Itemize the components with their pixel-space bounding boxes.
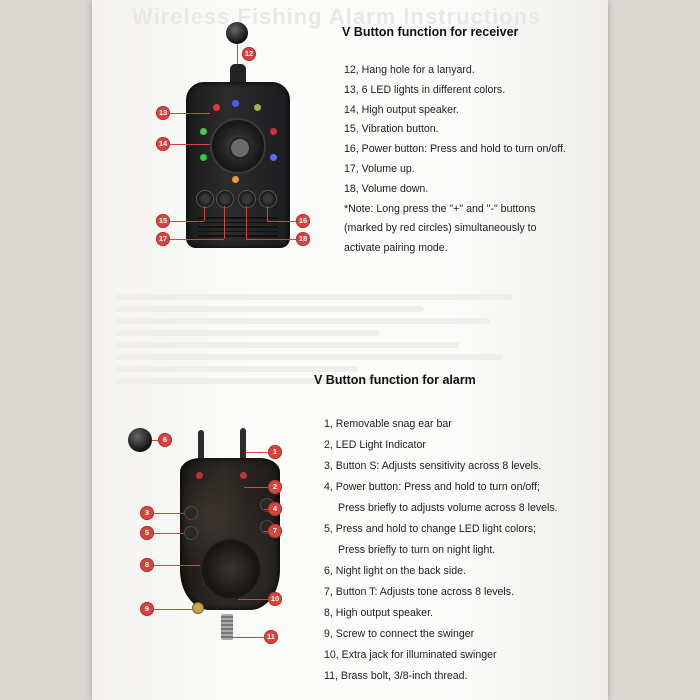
receiver-led <box>200 128 207 135</box>
callout-2: 2 <box>268 480 282 494</box>
receiver-volume-up-button <box>216 190 234 208</box>
callout-10: 10 <box>268 592 282 606</box>
list-item: 8, High output speaker. <box>324 607 433 619</box>
alarm-brass-bolt <box>221 614 233 640</box>
callout-15: 15 <box>156 214 170 228</box>
alarm-heading: V Button function for alarm <box>314 373 476 387</box>
receiver-led <box>270 128 277 135</box>
list-item: 10, Extra jack for illuminated swinger <box>324 649 497 661</box>
callout-18: 18 <box>296 232 310 246</box>
callout-11: 11 <box>264 630 278 644</box>
snag-ear-bar <box>198 430 204 462</box>
alarm-button-s <box>184 506 198 520</box>
receiver-feature-list: 12, Hang hole for a lanyard. 13, 6 LED l… <box>344 61 566 259</box>
receiver-led <box>232 176 239 183</box>
receiver-led <box>270 154 277 161</box>
callout-13: 13 <box>156 106 170 120</box>
callout-16: 16 <box>296 214 310 228</box>
instruction-page: Wireless Fishing Alarm Instructions 12 1… <box>92 0 608 700</box>
receiver-led <box>232 100 239 107</box>
list-item: 2, LED Light Indicator <box>324 439 426 451</box>
receiver-speaker <box>210 118 266 174</box>
callout-8: 8 <box>140 558 154 572</box>
callout-5: 5 <box>140 526 154 540</box>
list-item: 17, Volume up. <box>344 162 415 175</box>
list-item: 12, Hang hole for a lanyard. <box>344 64 475 76</box>
list-item: 4, Power button: Press and hold to turn … <box>324 481 540 493</box>
list-item: 14, High output speaker. <box>344 103 459 116</box>
callout-17: 17 <box>156 232 170 246</box>
alarm-led-button <box>184 526 198 540</box>
receiver-heading: V Button function for receiver <box>342 25 519 39</box>
alarm-feature-list: 1, Removable snag ear bar 2, LED Light I… <box>324 414 558 687</box>
receiver-hang-hole <box>230 64 246 86</box>
callout-14: 14 <box>156 137 170 151</box>
list-item: 15, Vibration button. <box>344 123 439 136</box>
background-title: Wireless Fishing Alarm Instructions <box>132 4 542 29</box>
list-item: activate pairing mode. <box>344 242 448 255</box>
list-item: (marked by red circles) simultaneously t… <box>344 222 537 235</box>
receiver-grille <box>198 214 278 240</box>
alarm-led <box>240 472 247 479</box>
receiver-led <box>200 154 207 161</box>
list-item: 18, Volume down. <box>344 182 429 195</box>
callout-3: 3 <box>140 506 154 520</box>
list-item: 9, Screw to connect the swinger <box>324 628 475 640</box>
night-light-image <box>128 428 152 452</box>
list-item: 3, Button S: Adjusts sensitivity across … <box>324 460 542 472</box>
callout-6: 6 <box>158 433 172 447</box>
list-item: 16, Power button: Press and hold to turn… <box>344 143 566 156</box>
alarm-led <box>196 472 203 479</box>
callout-1: 1 <box>268 445 282 459</box>
alarm-speaker <box>200 538 262 600</box>
list-item: 6, Night light on the back side. <box>324 565 466 577</box>
list-item: *Note: Long press the "+" and "-" button… <box>344 202 536 215</box>
list-item: 11, Brass bolt, 3/8-inch thread. <box>324 670 468 682</box>
list-item: 1, Removable snag ear bar <box>324 418 452 430</box>
lanyard-ring-image <box>226 22 248 44</box>
callout-4: 4 <box>268 502 282 516</box>
receiver-power-button <box>259 190 277 208</box>
receiver-volume-down-button <box>238 190 256 208</box>
list-item: 5, Press and hold to change LED light co… <box>324 523 536 535</box>
callout-12: 12 <box>242 47 256 61</box>
snag-ear-bar <box>240 428 246 462</box>
callout-7: 7 <box>268 524 282 538</box>
receiver-led <box>254 104 261 111</box>
callout-9: 9 <box>140 602 154 616</box>
list-item: 13, 6 LED lights in different colors. <box>344 83 506 96</box>
list-item: 7, Button T: Adjusts tone across 8 level… <box>324 586 515 598</box>
list-item: Press briefly to turn on night light. <box>338 544 496 556</box>
receiver-vibration-button <box>196 190 214 208</box>
list-item: Press briefly to adjusts volume across 8… <box>338 502 558 514</box>
receiver-led <box>213 104 220 111</box>
alarm-extra-jack <box>192 602 204 614</box>
bleed-through-lines <box>116 288 556 390</box>
